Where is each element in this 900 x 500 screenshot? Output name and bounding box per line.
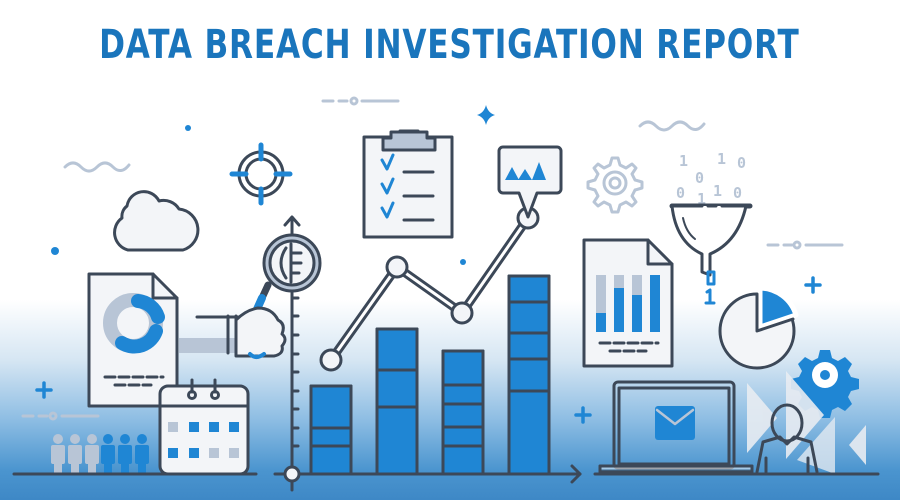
dash-dot-top-icon [321, 96, 400, 106]
speech-bubble-chart-icon [497, 145, 563, 219]
dash-dot-right-icon [766, 240, 844, 250]
funnel-icon [669, 203, 753, 277]
bar-1 [309, 384, 353, 476]
binary-digits-icon: 1 0 1 0 0 1 1 0 [676, 150, 746, 208]
plus-icon [574, 406, 592, 424]
donut-report-document-icon [87, 272, 179, 408]
svg-text:1: 1 [679, 152, 688, 170]
bar-2 [375, 327, 419, 476]
svg-text:0: 0 [676, 184, 685, 202]
svg-text:1: 1 [697, 190, 706, 208]
magnifier-icon [250, 233, 322, 320]
funnel-output-digits [704, 270, 716, 305]
squiggle-left-icon [63, 161, 131, 173]
gear-icon [586, 156, 644, 214]
dot-icon [460, 259, 466, 265]
svg-text:1: 1 [717, 150, 726, 168]
laptop-mail-icon [598, 380, 754, 474]
y-axis-ticks [290, 296, 300, 448]
sparkle-icon [477, 105, 495, 125]
axis-origin-icon [283, 465, 301, 483]
pie-chart-icon [718, 285, 799, 370]
dash-dot-left-icon [21, 411, 100, 421]
bar-3 [441, 349, 485, 476]
svg-text:0: 0 [733, 184, 742, 202]
plus-icon [804, 276, 822, 294]
plus-icon [35, 381, 53, 399]
calendar-icon [158, 378, 250, 476]
svg-text:0: 0 [695, 169, 704, 187]
target-crosshair-icon [229, 142, 293, 206]
dot-icon [51, 247, 59, 255]
dot-icon [185, 125, 191, 131]
svg-text:1: 1 [713, 182, 722, 200]
trend-line [319, 206, 540, 372]
svg-text:0: 0 [737, 154, 746, 172]
person-icon [755, 403, 819, 474]
squiggle-right-icon [638, 120, 706, 132]
page-title: DATA BREACH INVESTIGATION REPORT [99, 22, 800, 68]
hand-icon [179, 306, 287, 359]
cloud-icon [113, 190, 200, 252]
bar-4 [507, 274, 551, 476]
people-icon [51, 434, 149, 474]
clipboard-checklist-icon [362, 129, 454, 239]
bar-report-document-icon [582, 238, 674, 368]
